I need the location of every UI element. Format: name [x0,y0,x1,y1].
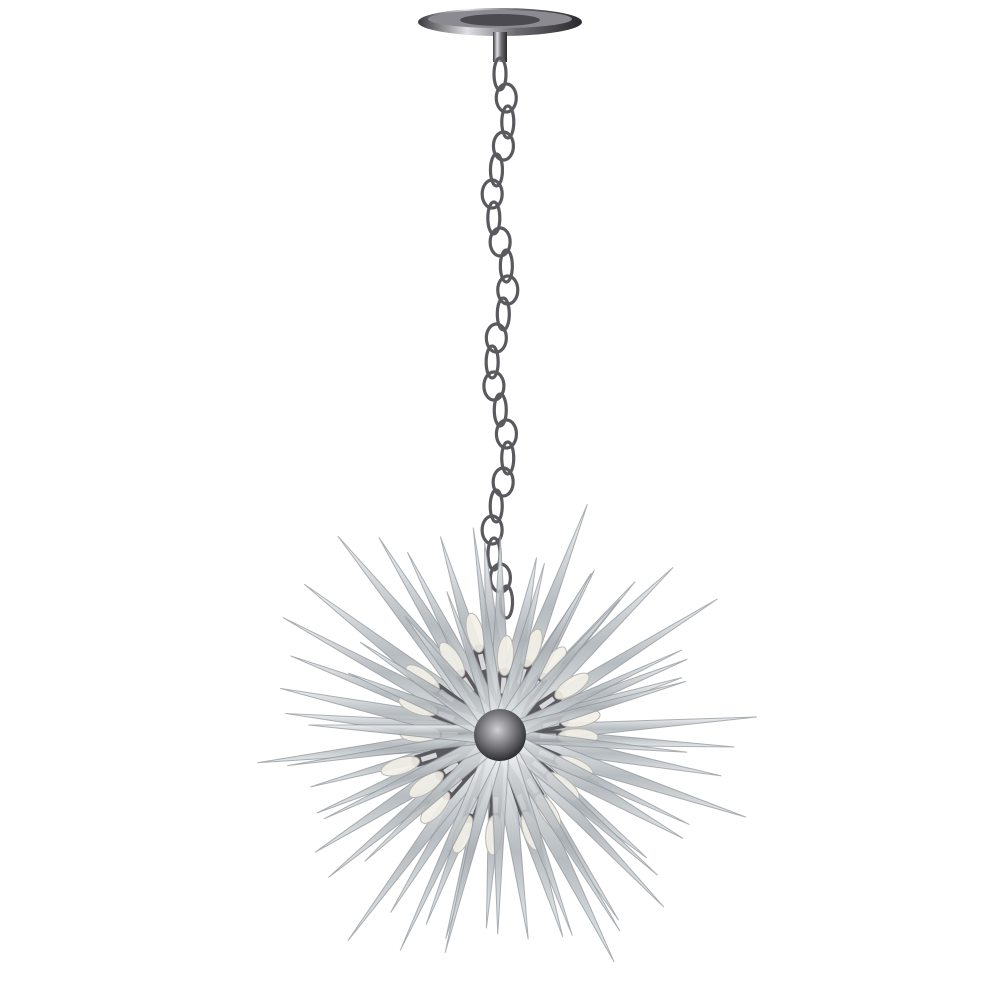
chain-link [480,178,504,210]
chain-link [498,248,514,284]
chain-link [480,514,504,546]
ceiling-canopy [418,8,582,62]
glass-spikes-front [287,527,690,953]
socket-highlight [500,677,507,694]
chain-link [486,200,502,236]
light-bulb [554,672,590,700]
chain-link [488,488,504,524]
light-bulb [380,756,421,777]
chain-link [491,466,515,498]
chain-link [488,152,505,188]
hanging-chain [480,56,520,620]
chain-link [482,370,506,402]
chain-link [494,82,518,114]
socket-highlight [443,761,460,775]
socket-highlight [420,752,438,763]
chain-link [492,56,508,92]
chain-link [500,440,516,476]
chain-link [500,104,516,140]
light-bulb [408,770,444,798]
chain-link [492,392,508,428]
socket-highlight [539,696,556,710]
chain-link [484,344,500,380]
chain-link [491,130,516,162]
socket-highlight [477,653,487,671]
light-bulb [496,635,515,677]
chain-link [494,418,519,450]
center-hub [474,709,526,761]
